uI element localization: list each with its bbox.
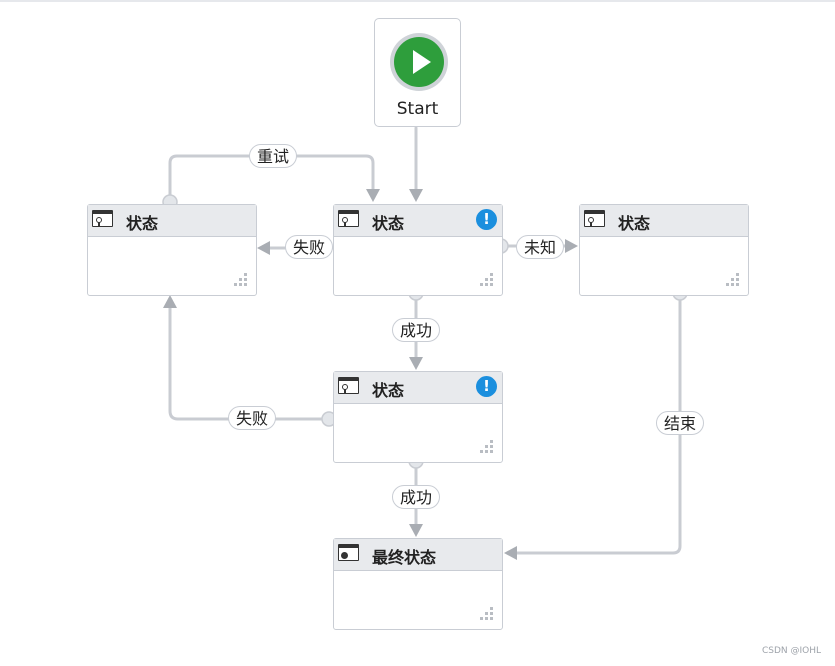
final-state-node[interactable]: 最终状态: [333, 538, 503, 630]
transition-label-success-2[interactable]: 成功: [391, 485, 441, 509]
resize-grip-icon[interactable]: [480, 273, 493, 286]
arrowhead-fail-2: [163, 295, 177, 308]
state-title: 最终状态: [372, 548, 437, 567]
state-icon: [338, 377, 359, 394]
arrowhead-success-1: [409, 357, 423, 370]
connector-end[interactable]: [515, 291, 682, 555]
resize-grip-icon[interactable]: [726, 273, 739, 286]
state-node-second[interactable]: 状态 !: [333, 371, 503, 463]
state-header: 最终状态: [334, 539, 502, 571]
resize-grip-icon[interactable]: [480, 607, 493, 620]
state-node-right[interactable]: 状态: [579, 204, 749, 296]
transition-label-success-1[interactable]: 成功: [391, 318, 441, 342]
state-icon: [92, 210, 113, 227]
state-icon: [338, 210, 359, 227]
state-header: 状态: [88, 205, 256, 237]
start-node[interactable]: Start: [374, 18, 461, 127]
final-state-icon: [338, 544, 359, 561]
transition-label-retry[interactable]: 重试: [248, 144, 298, 168]
arrowhead-fail-1: [257, 241, 270, 255]
arrowhead-success-2: [409, 524, 423, 537]
state-header: 状态 !: [334, 372, 502, 404]
warning-icon[interactable]: !: [476, 209, 497, 230]
transition-label-end[interactable]: 结束: [655, 411, 705, 435]
play-icon: [390, 33, 448, 91]
start-label: Start: [396, 99, 439, 119]
transition-label-unknown[interactable]: 未知: [515, 235, 565, 259]
arrowhead-unknown: [565, 239, 578, 253]
connector-fail-2[interactable]: [168, 306, 331, 421]
resize-grip-icon[interactable]: [234, 273, 247, 286]
transition-label-fail-1[interactable]: 失败: [284, 235, 334, 259]
arrowhead-start-main: [409, 189, 423, 202]
state-node-main[interactable]: 状态 !: [333, 204, 503, 296]
state-title: 状态: [618, 214, 651, 233]
state-title: 状态: [126, 214, 159, 233]
warning-icon[interactable]: !: [476, 376, 497, 397]
state-node-left[interactable]: 状态: [87, 204, 257, 296]
arrowhead-retry: [366, 189, 380, 202]
state-title: 状态: [372, 381, 405, 400]
transition-label-fail-2[interactable]: 失败: [227, 406, 277, 430]
state-icon: [584, 210, 605, 227]
state-header: 状态: [580, 205, 748, 237]
top-border: [0, 0, 835, 2]
state-title: 状态: [372, 214, 405, 233]
state-header: 状态 !: [334, 205, 502, 237]
arrowhead-end: [504, 546, 517, 560]
resize-grip-icon[interactable]: [480, 440, 493, 453]
watermark: CSDN @IOHL: [761, 646, 821, 656]
